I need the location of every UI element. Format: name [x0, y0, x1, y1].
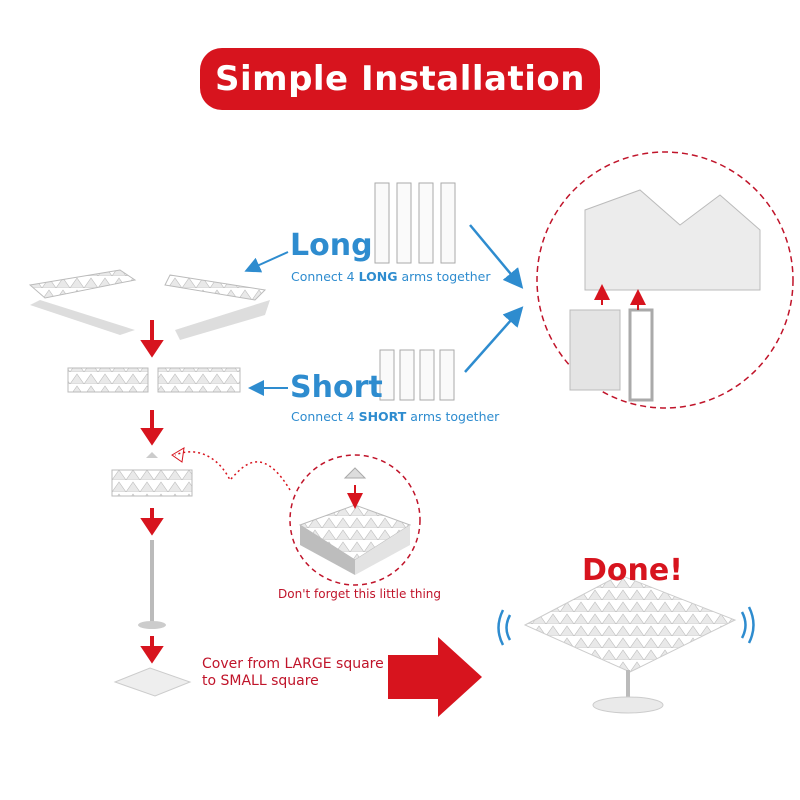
base-image	[113, 667, 192, 697]
long-to-detail-arrow	[469, 224, 524, 289]
cap-piece-icon	[146, 452, 158, 458]
long-caption-prefix: Connect 4	[291, 269, 359, 284]
short-caption-prefix: Connect 4	[291, 409, 359, 424]
short-label: Short	[290, 370, 383, 405]
short-to-detail-arrow	[464, 306, 524, 373]
short-caption-emphasis: SHORT	[358, 409, 407, 424]
cover-line-1: Cover from LARGE square	[202, 656, 384, 672]
done-label: Done!	[582, 553, 683, 588]
short-arms-stack-icon	[379, 349, 455, 401]
connection-detail-zoom	[536, 151, 794, 409]
long-caption-emphasis: LONG	[358, 269, 398, 284]
long-arms-stack-icon	[374, 182, 456, 264]
short-caption: Connect 4 SHORT arms together	[291, 409, 499, 424]
short-caption-suffix: arms together	[406, 409, 500, 424]
dotted-pointer	[174, 451, 291, 491]
finished-product-image	[497, 574, 755, 714]
vibration-right-icon	[740, 606, 755, 644]
reminder-text: Don't forget this little thing	[278, 587, 442, 601]
long-caption-suffix: arms together	[397, 269, 491, 284]
long-arms-image	[28, 269, 270, 340]
long-label: Long	[290, 228, 373, 263]
page-title: Simple Installation	[215, 59, 585, 99]
pole-foot	[138, 621, 166, 629]
assembled-square-image	[111, 469, 193, 497]
cover-instruction: Cover from LARGE square to SMALL square	[202, 656, 384, 690]
cap-detail-zoom	[289, 454, 421, 586]
long-caption: Connect 4 LONG arms together	[291, 269, 491, 284]
vibration-left-icon	[497, 609, 512, 646]
title-banner: Simple Installation	[200, 48, 600, 110]
step-arrows	[140, 320, 164, 664]
cover-line-2: to SMALL square	[202, 673, 319, 689]
big-arrow-icon	[388, 637, 482, 717]
long-pointer-arrow	[244, 251, 289, 273]
short-arms-image	[67, 367, 241, 393]
dotted-pointer-head-icon	[171, 447, 185, 463]
